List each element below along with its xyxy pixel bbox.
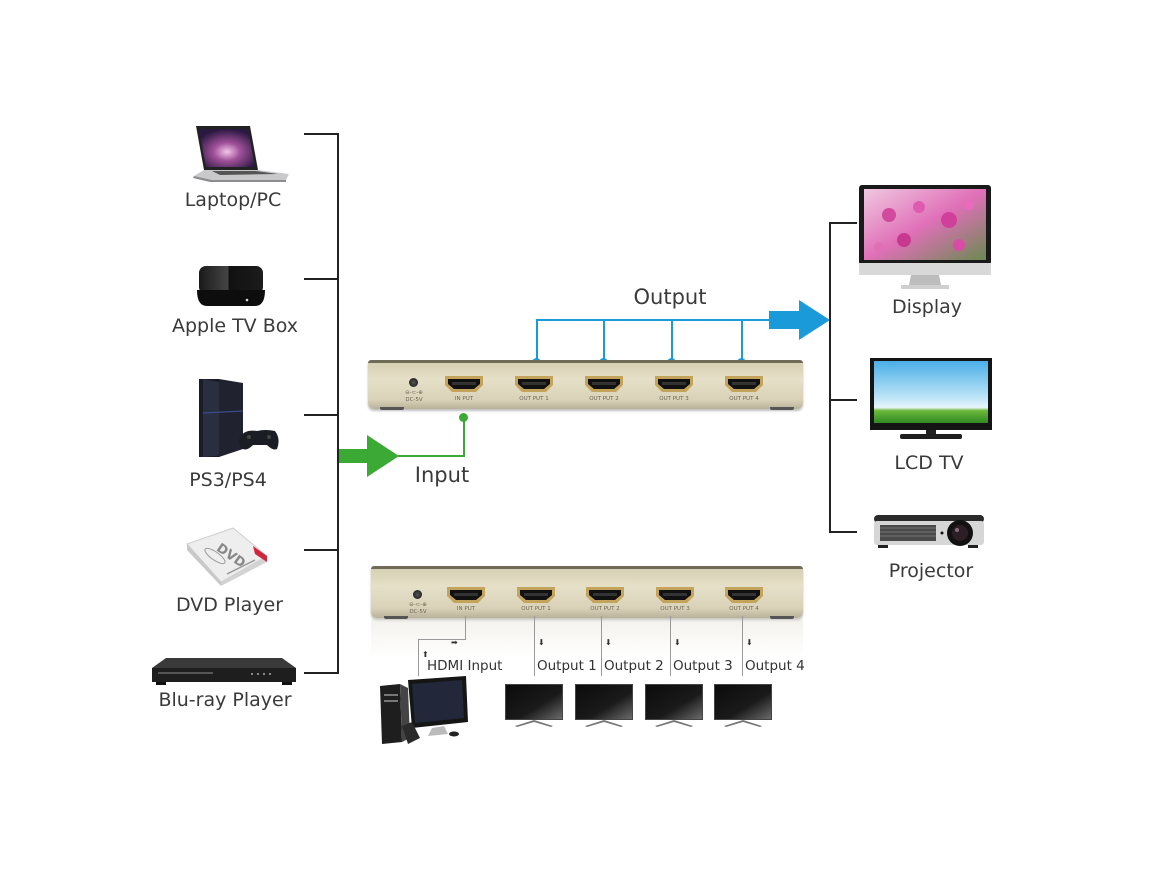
input-connector-horizontal	[398, 455, 465, 457]
bottom-label-output-2: Output 2	[604, 658, 664, 674]
input-arrow-right-icon: ➡	[451, 638, 458, 647]
desktop-pc-icon	[378, 676, 470, 746]
hdmi-output-port-2	[584, 375, 624, 393]
bottom-label-hdmi-input: HDMI Input	[427, 658, 503, 674]
port-label: IN PUT	[456, 606, 476, 612]
source-bus-line	[337, 133, 339, 674]
source-connector-dvd	[304, 549, 339, 551]
hdmi-output-port-4	[724, 586, 764, 604]
source-label-laptop: Laptop/PC	[184, 189, 282, 211]
hdmi-output-port-1	[516, 586, 556, 604]
laptop-icon	[190, 124, 290, 184]
projector-icon	[872, 511, 986, 551]
output-arrow-down-icon: ⬇	[538, 638, 545, 647]
hdmi-output-port-4	[724, 375, 764, 393]
bluray-player-icon	[152, 656, 296, 686]
game-console-icon	[195, 377, 280, 459]
lcd-tv-icon	[870, 358, 992, 442]
output-line-1	[534, 616, 535, 676]
output-drop-1	[536, 319, 538, 361]
output-arrow-down-icon: ⬇	[746, 638, 753, 647]
hdmi-input-line-vertical	[465, 616, 466, 639]
port-label: OUT PUT 3	[660, 606, 690, 612]
device-foot	[384, 616, 408, 619]
output-line-4	[742, 616, 743, 676]
input-label: Input	[414, 463, 470, 487]
power-label: ⊖-⊂-⊕DC-5V	[409, 602, 427, 615]
output-monitor-icon	[714, 684, 772, 728]
hdmi-input-line-down	[418, 639, 419, 676]
hdmi-input-line-horizontal	[418, 639, 466, 640]
device-foot	[770, 616, 794, 619]
hdmi-output-port-1	[514, 375, 554, 393]
power-label: ⊖-⊂-⊕DC-5V	[405, 390, 423, 403]
hdmi-output-port-3	[654, 375, 694, 393]
port-label: OUT PUT 1	[521, 606, 551, 612]
port-label: OUT PUT 2	[590, 606, 620, 612]
hdmi-output-port-2	[585, 586, 625, 604]
source-connector-apple-tv	[304, 278, 339, 280]
hdmi-input-port	[444, 375, 484, 393]
output-bus-line	[536, 319, 772, 321]
output-arrow-down-icon: ⬇	[605, 638, 612, 647]
port-label: OUT PUT 4	[729, 606, 759, 612]
destination-connector-display	[829, 222, 857, 224]
destination-label-display: Display	[891, 296, 963, 318]
source-connector-laptop	[304, 133, 339, 135]
input-connector-vertical	[463, 417, 465, 457]
port-label: OUT PUT 1	[519, 396, 549, 402]
power-jack-icon	[413, 590, 422, 599]
destination-connector-lcd-tv	[829, 399, 857, 401]
destination-label-lcd-tv: LCD TV	[894, 452, 964, 474]
input-port-dot	[459, 413, 468, 422]
monitor-icon	[859, 185, 991, 293]
output-line-3	[670, 616, 671, 676]
output-monitor-icon	[575, 684, 633, 728]
output-monitor-icon	[645, 684, 703, 728]
output-drop-4	[741, 319, 743, 361]
output-drop-3	[671, 319, 673, 361]
destination-bus-line	[829, 222, 831, 533]
source-connector-bluray	[304, 672, 339, 674]
power-jack-icon	[409, 378, 418, 387]
input-arrow-up-icon: ⬆	[422, 650, 429, 659]
output-monitor-icon	[505, 684, 563, 728]
device-foot	[770, 407, 794, 410]
destination-label-projector: Projector	[888, 560, 974, 582]
source-label-bluray: Blu-ray Player	[158, 689, 292, 711]
port-label: IN PUT	[454, 396, 474, 402]
output-label: Output	[633, 285, 707, 309]
output-line-2	[601, 616, 602, 676]
output-arrow-down-icon: ⬇	[674, 638, 681, 647]
output-arrow-icon	[769, 300, 831, 340]
destination-connector-projector	[829, 531, 857, 533]
apple-tv-icon	[195, 262, 267, 310]
hdmi-input-port	[446, 586, 486, 604]
bottom-label-output-4: Output 4	[745, 658, 805, 674]
source-connector-ps4	[304, 414, 339, 416]
port-label: OUT PUT 4	[729, 396, 759, 402]
device-reflection	[371, 618, 803, 658]
input-arrow-icon	[339, 435, 401, 477]
source-label-dvd: DVD Player	[175, 594, 284, 616]
device-foot	[380, 407, 404, 410]
bottom-label-output-3: Output 3	[673, 658, 733, 674]
port-label: OUT PUT 2	[589, 396, 619, 402]
dvd-player-icon: DVD	[185, 526, 270, 586]
port-label: OUT PUT 3	[659, 396, 689, 402]
source-label-ps4: PS3/PS4	[189, 469, 267, 491]
hdmi-output-port-3	[655, 586, 695, 604]
output-drop-2	[603, 319, 605, 361]
bottom-label-output-1: Output 1	[537, 658, 597, 674]
source-label-apple-tv: Apple TV Box	[171, 315, 299, 337]
